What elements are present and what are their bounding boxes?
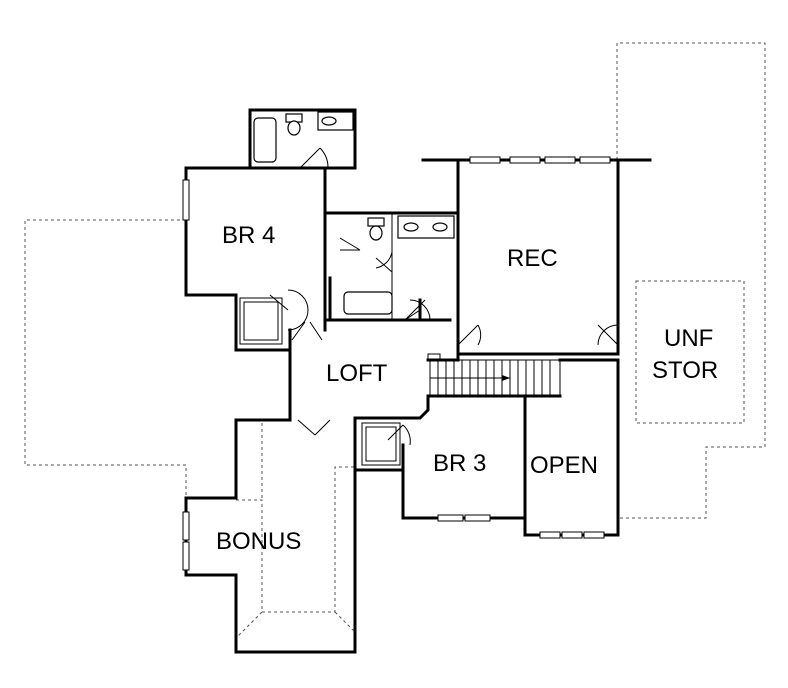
room-br3: BR 3: [353, 394, 527, 522]
door-swing-icon: [291, 321, 323, 341]
window-icon: [544, 156, 576, 164]
room-br4: BR 4: [182, 166, 327, 352]
window-icon: [539, 531, 561, 539]
room-unf-stor: UNF STOR: [652, 325, 718, 384]
window-icon: [182, 511, 190, 541]
door-swing-icon: [269, 289, 309, 331]
door-swing-icon: [404, 299, 431, 321]
door-swing-icon: [457, 324, 482, 346]
unf-stor-outline: [635, 280, 745, 424]
door-swing-icon: [299, 147, 329, 169]
room-rec: REC: [421, 156, 652, 360]
door-swing-icon: [387, 424, 411, 446]
room-label-bonus: BONUS: [216, 528, 301, 555]
room-open: OPEN: [523, 358, 620, 539]
window-icon: [583, 531, 605, 539]
bathtub-icon: [343, 291, 393, 315]
bonus-ceiling-outline: [235, 423, 356, 639]
room-label-unf-line1: UNF: [664, 325, 713, 352]
room-label-unf-line2: STOR: [652, 357, 718, 384]
window-icon: [469, 156, 501, 164]
sink-icon: [403, 222, 419, 232]
door-swing-icon: [597, 324, 619, 346]
window-icon: [464, 514, 491, 522]
roof-outline-right: [616, 42, 766, 519]
window-icon: [509, 156, 541, 164]
door-swing-icon: [297, 419, 331, 436]
sink-icon: [321, 116, 337, 126]
room-label-loft: LOFT: [326, 360, 388, 387]
vanity-icon: [397, 215, 455, 239]
roof-outline-left: [24, 219, 187, 498]
room-label-rec: REC: [507, 245, 558, 272]
bath-top: [248, 108, 357, 170]
bath-center: [323, 211, 460, 322]
window-icon: [182, 179, 190, 221]
sink-icon: [432, 222, 448, 232]
toilet-icon: [367, 217, 385, 227]
window-icon: [437, 514, 464, 522]
door-swing-icon: [404, 309, 421, 321]
room-bonus: BONUS: [182, 418, 357, 654]
window-icon: [579, 156, 611, 164]
room-label-br3: BR 3: [433, 450, 486, 477]
door-swing-icon: [339, 237, 393, 273]
room-label-br4: BR 4: [222, 222, 275, 249]
window-icon: [182, 541, 190, 571]
room-loft: LOFT: [234, 309, 561, 436]
window-icon: [561, 531, 583, 539]
room-label-open: OPEN: [530, 452, 598, 479]
staircase-icon: [429, 359, 561, 397]
bathtub-icon: [253, 117, 277, 163]
